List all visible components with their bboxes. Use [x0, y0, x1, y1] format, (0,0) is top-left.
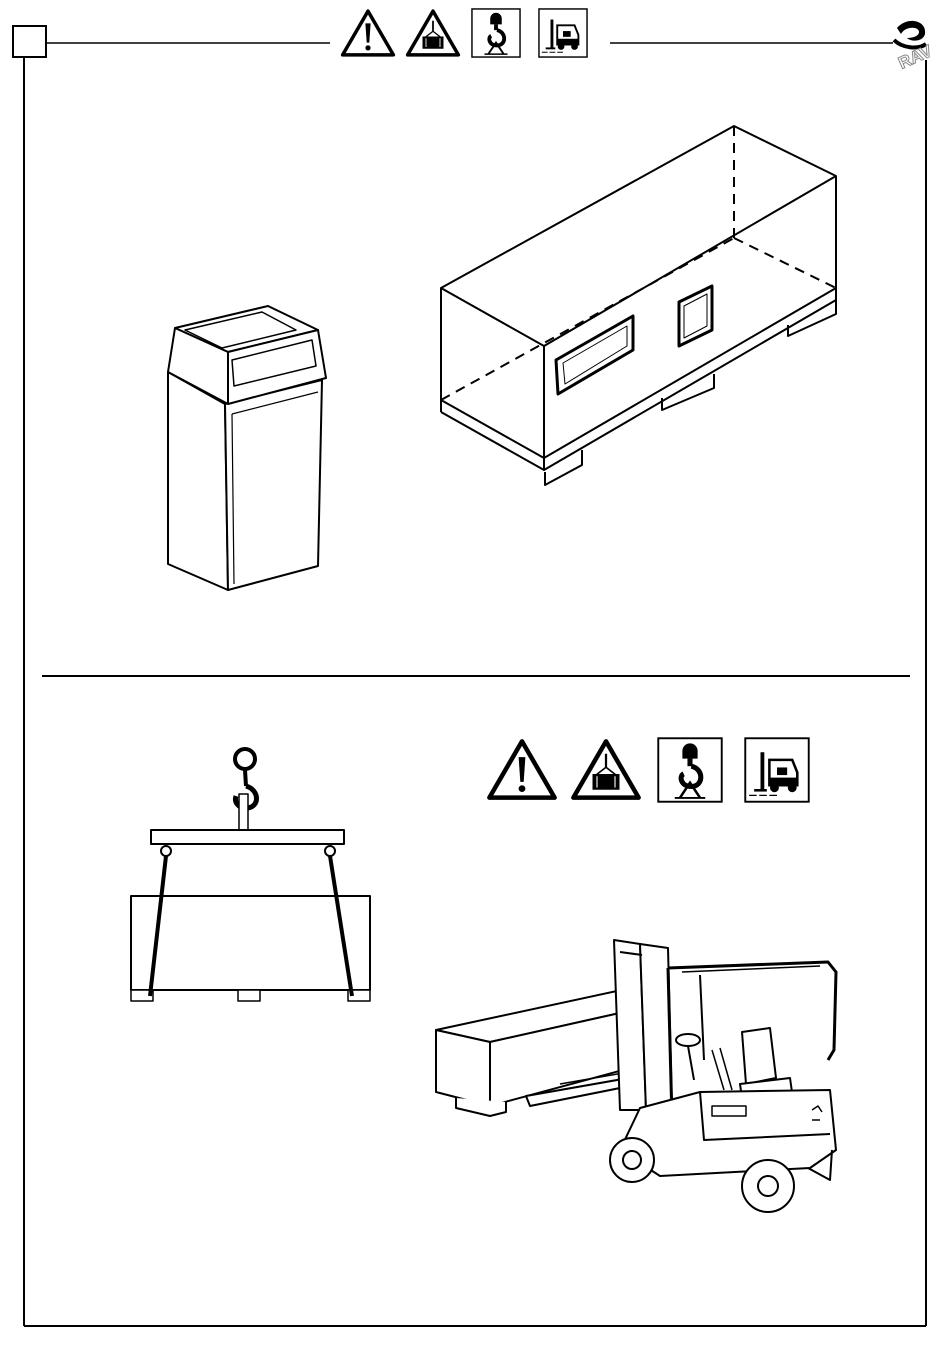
crane-hook-lifting-icon: [472, 9, 520, 57]
suspended-load-warning-icon: [408, 11, 459, 55]
warning-triangle-icon: [489, 741, 554, 797]
crane-hook-lifting-icon: [658, 738, 721, 801]
header-icon-row: [343, 9, 587, 57]
crane-lifting-crate-illustration: [131, 749, 370, 1001]
warning-triangle-icon: [343, 11, 394, 55]
crated-unit-illustration: [441, 126, 836, 485]
packaged-column-illustration: [168, 306, 326, 590]
forklift-carrying-crate-illustration: [436, 940, 836, 1212]
rav-logo: RAV: [894, 21, 936, 73]
suspended-load-warning-icon: [573, 741, 638, 797]
bottom-icon-row: [489, 738, 808, 801]
forklift-transport-icon: [745, 738, 808, 801]
forklift-transport-icon: [539, 9, 587, 57]
